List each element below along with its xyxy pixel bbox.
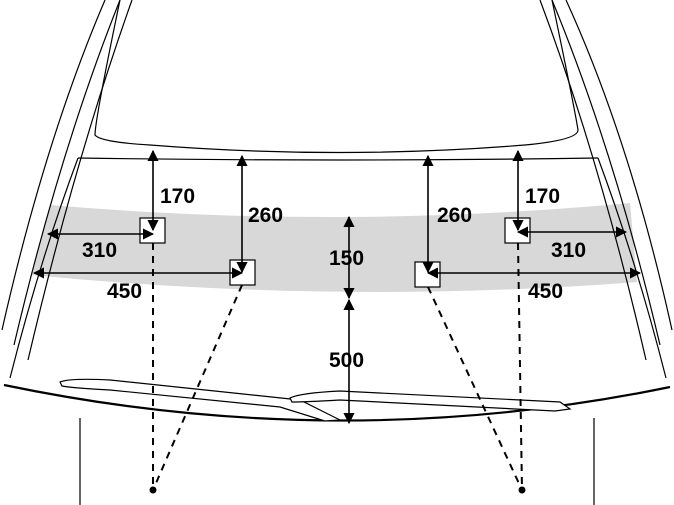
label-right-450: 450 (528, 280, 563, 303)
dimension-labels: 170 310 450 260 150 500 260 170 310 450 (82, 185, 586, 372)
label-right-170: 170 (525, 185, 560, 208)
label-right-310: 310 (551, 239, 586, 262)
label-center-500: 500 (329, 349, 364, 372)
label-center-150: 150 (329, 247, 364, 270)
dashed-reference-lines (149, 242, 526, 494)
wiper-blades (59, 378, 572, 422)
dimension-arrows (32, 149, 642, 425)
label-left-260: 260 (248, 204, 283, 227)
reference-point-left (149, 486, 157, 494)
label-left-450: 450 (107, 280, 142, 303)
reference-point-right (518, 486, 526, 494)
label-left-170: 170 (160, 185, 195, 208)
label-left-310: 310 (82, 239, 117, 262)
label-right-260: 260 (437, 204, 472, 227)
